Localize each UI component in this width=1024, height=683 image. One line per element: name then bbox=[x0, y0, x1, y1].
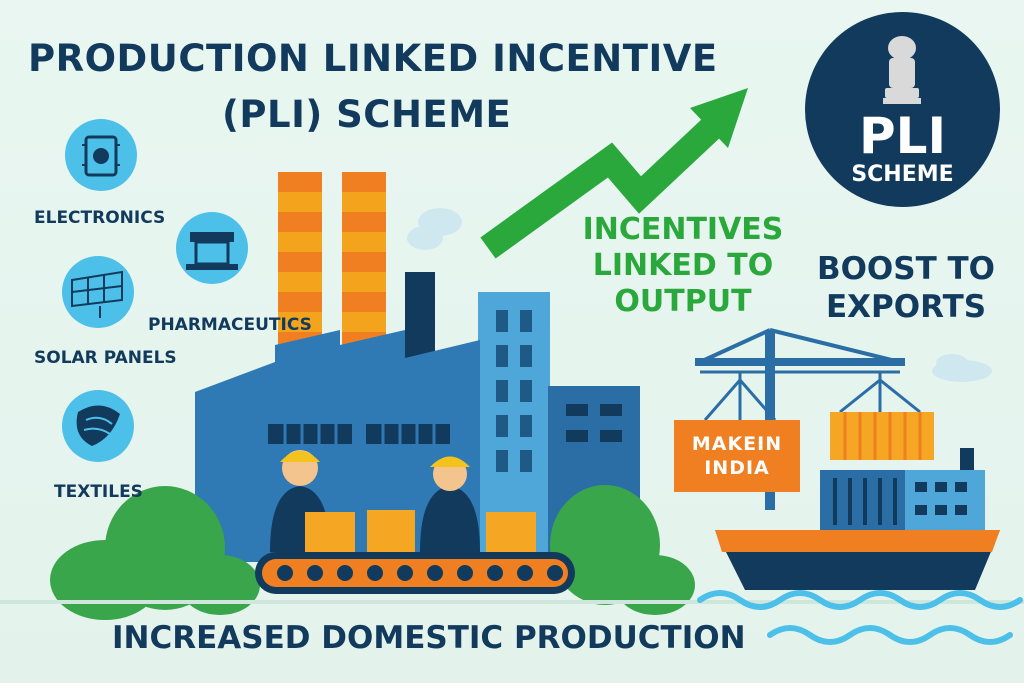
sector-label-electronics: ELECTRONICS bbox=[34, 208, 166, 228]
circuit-chip-icon bbox=[82, 135, 120, 177]
solar-panel-icon bbox=[71, 270, 123, 318]
boost-line-2: EXPORTS bbox=[825, 289, 987, 325]
growth-arrow-icon bbox=[480, 88, 748, 259]
badge-pli-text: PLI bbox=[858, 107, 947, 165]
incentives-label: INCENTIVES LINKED TO OUTPUT bbox=[568, 212, 798, 320]
conveyor-belt bbox=[255, 552, 575, 594]
cargo-container bbox=[830, 412, 934, 460]
solar-panels-circle bbox=[62, 256, 134, 328]
sector-label-solar-panels: SOLAR PANELS bbox=[34, 348, 177, 368]
page-subtitle: (PLI) SCHEME bbox=[222, 93, 512, 136]
incentives-line-2: LINKED TO bbox=[592, 248, 774, 283]
pli-scheme-badge: PLI SCHEME bbox=[805, 12, 1000, 207]
pharma-machine-icon bbox=[186, 232, 238, 270]
make-in-india-container: MAKEIN INDIA bbox=[674, 420, 800, 492]
bottom-caption: INCREASED DOMESTIC PRODUCTION bbox=[112, 620, 746, 656]
ground-line bbox=[0, 600, 1024, 604]
cargo-ship bbox=[715, 448, 1000, 590]
national-emblem-icon bbox=[883, 36, 921, 104]
product-boxes bbox=[305, 510, 536, 552]
sector-label-textiles: TEXTILES bbox=[54, 482, 143, 502]
bush-right bbox=[550, 485, 695, 615]
make-in-india-line-2: INDIA bbox=[704, 457, 770, 479]
water-waves bbox=[697, 590, 1023, 645]
cloud-icon bbox=[407, 208, 992, 382]
boost-exports-label: BOOST TO EXPORTS bbox=[806, 250, 1006, 326]
incentives-line-1: INCENTIVES bbox=[582, 212, 784, 247]
badge-scheme-text: SCHEME bbox=[851, 162, 954, 187]
sector-label-pharmaceutics: PHARMACEUTICS bbox=[148, 315, 312, 335]
fabric-icon bbox=[76, 405, 120, 446]
boost-line-1: BOOST TO bbox=[816, 251, 996, 287]
incentives-line-3: OUTPUT bbox=[614, 284, 752, 319]
worker-right bbox=[420, 456, 480, 552]
make-in-india-line-1: MAKEIN bbox=[691, 433, 783, 455]
page-title: PRODUCTION LINKED INCENTIVE bbox=[28, 37, 718, 80]
